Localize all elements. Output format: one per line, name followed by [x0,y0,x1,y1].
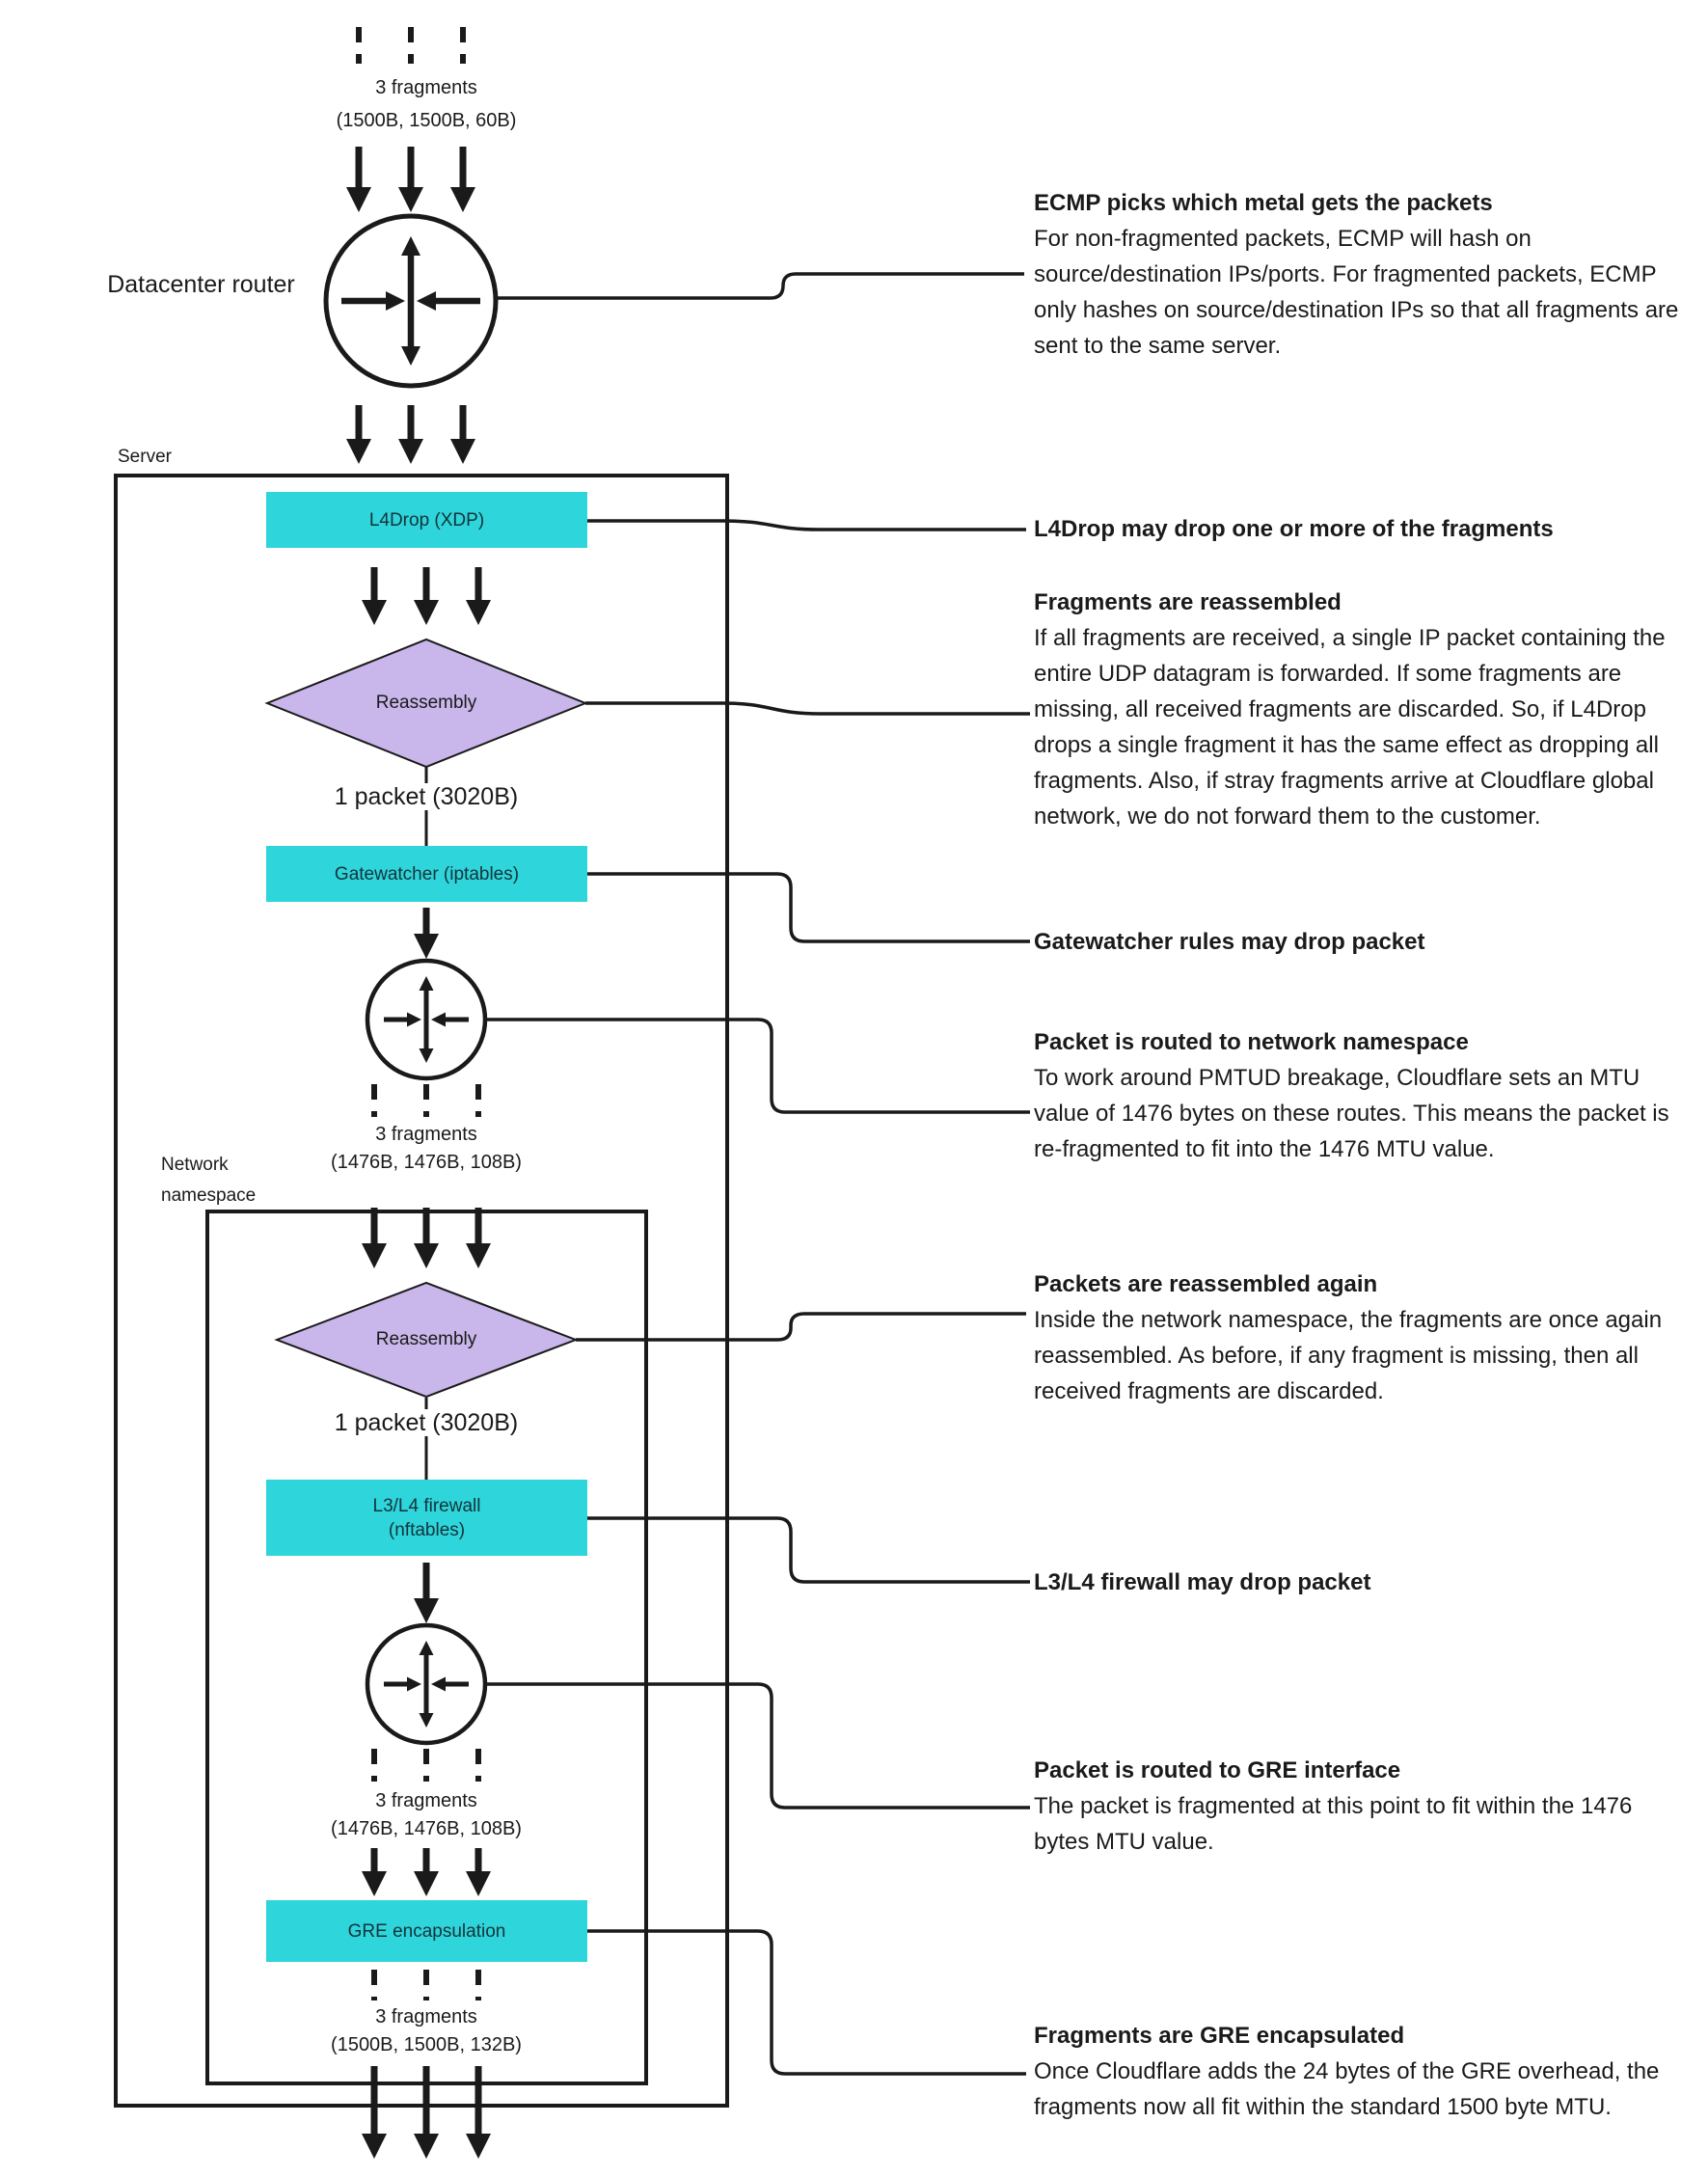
server-box [114,474,729,2108]
network-namespace-label: Network namespace [161,1155,257,1206]
annotation-body: Inside the network namespace, the fragme… [1034,1307,1663,1404]
annotation-title: ECMP picks which metal gets the packets [1034,190,1493,216]
annotation-title: Gatewatcher rules may drop packet [1034,929,1425,955]
annotation-gatewatcher: Gatewatcher rules may drop packet [1034,924,1690,960]
annotation-gre-encapsulated: Fragments are GRE encapsulated Once Clou… [1034,2018,1690,2125]
packet-count-label-2: 1 packet (3020B) [282,1407,571,1438]
reassembly-diamond-2 [274,1281,579,1399]
mid-fragments-label: 3 fragments (1476B, 1476B, 108B) [331,1124,522,1173]
annotation-connectors [485,272,1030,2076]
packet-count-label-1: 1 packet (3020B) [282,781,571,812]
annotation-title: Fragments are GRE encapsulated [1034,2023,1405,2049]
annotation-title: Packet is routed to GRE interface [1034,1757,1401,1783]
l3l4-firewall-node: L3/L4 firewall (nftables) [266,1480,587,1556]
reassembly-1-label: Reassembly [375,693,477,713]
annotation-title: L3/L4 firewall may drop packet [1034,1569,1371,1595]
annotation-netns: Packet is routed to network namespace To… [1034,1024,1690,1167]
server-label: Server [118,447,172,467]
annotation-body: Once Cloudflare adds the 24 bytes of the… [1034,2058,1660,2120]
annotation-reassembled: Fragments are reassembled If all fragmen… [1034,585,1690,834]
annotation-reassembled-again: Packets are reassembled again Inside the… [1034,1266,1690,1409]
flow-arrows [346,147,491,2159]
post-gre-fragments-label: 3 fragments (1500B, 1500B, 132B) [331,2006,522,2055]
pre-gre-fragments-label: 3 fragments (1476B, 1476B, 108B) [331,1790,522,1839]
annotation-title: Packet is routed to network namespace [1034,1029,1469,1055]
annotation-title: Fragments are reassembled [1034,589,1342,615]
gre-encapsulation-node: GRE encapsulation [266,1900,587,1962]
router-icon-1 [365,958,488,1081]
router-icon-2 [365,1622,488,1746]
fragment-dash-lines [356,27,481,2000]
reassembly-diamond-1 [264,638,588,769]
annotation-body: The packet is fragmented at this point t… [1034,1793,1633,1855]
gatewatcher-node: Gatewatcher (iptables) [266,846,587,902]
l4drop-node: L4Drop (XDP) [266,492,587,548]
datacenter-router-icon [323,213,499,389]
annotation-title: Packets are reassembled again [1034,1271,1378,1297]
annotation-gre-interface: Packet is routed to GRE interface The pa… [1034,1753,1690,1860]
annotation-title: L4Drop may drop one or more of the fragm… [1034,516,1554,542]
annotation-l4drop: L4Drop may drop one or more of the fragm… [1034,511,1690,547]
reassembly-2-label: Reassembly [375,1329,477,1349]
annotation-l3l4: L3/L4 firewall may drop packet [1034,1565,1690,1600]
annotation-body: If all fragments are received, a single … [1034,625,1666,830]
annotation-body: For non-fragmented packets, ECMP will ha… [1034,226,1679,359]
annotation-body: To work around PMTUD breakage, Cloudflar… [1034,1065,1669,1162]
datacenter-router-label: Datacenter router [107,271,295,298]
annotation-ecmp: ECMP picks which metal gets the packets … [1034,185,1690,364]
top-fragments-label: 3 fragments (1500B, 1500B, 60B) [336,77,517,131]
